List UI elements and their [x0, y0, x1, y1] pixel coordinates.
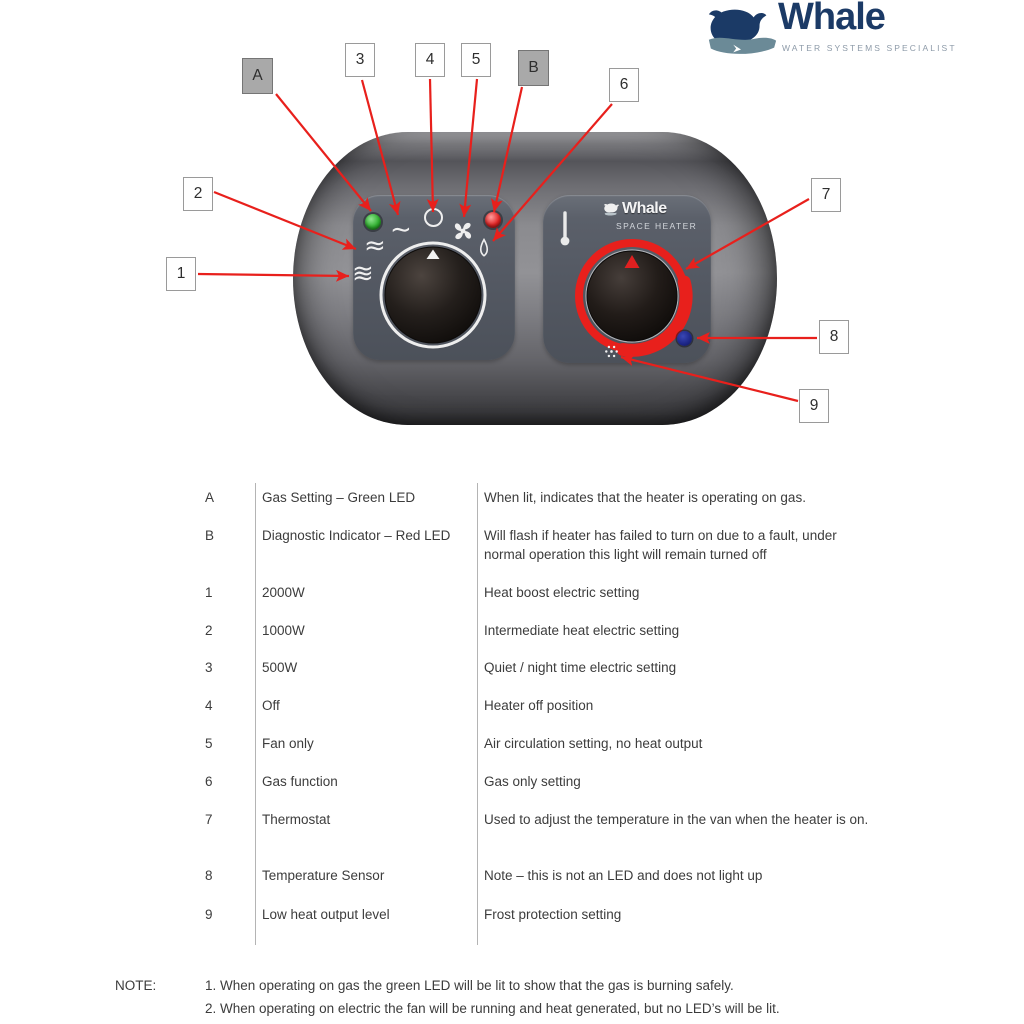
callout-B: B — [518, 50, 549, 86]
callout-3: 3 — [345, 43, 375, 77]
row-description: Gas only setting — [484, 774, 581, 789]
row-name: 1000W — [262, 623, 305, 638]
whale-logo-icon — [708, 9, 777, 54]
table-divider-left — [255, 483, 256, 945]
frost-icon — [605, 345, 618, 358]
row-description: Used to adjust the temperature in the va… — [484, 812, 869, 827]
callout-5: 5 — [461, 43, 491, 77]
temperature-sensor — [677, 331, 692, 346]
row-name: Low heat output level — [262, 907, 390, 922]
row-key: 4 — [205, 698, 213, 713]
row-description: When lit, indicates that the heater is o… — [484, 490, 806, 505]
row-key: 2 — [205, 623, 213, 638]
callout-6: 6 — [609, 68, 639, 102]
callout-1: 1 — [166, 257, 196, 291]
row-description: Heater off position — [484, 698, 594, 713]
table-divider-right — [477, 483, 478, 945]
table-row: 9 Low heat output level Frost protection… — [205, 905, 885, 924]
function-knob[interactable] — [376, 238, 490, 352]
knob-pointer — [426, 249, 440, 259]
thermostat-panel: Whale SPACE HEATER — [543, 195, 711, 363]
row-name: Gas function — [262, 774, 338, 789]
row-name: Diagnostic Indicator – Red LED — [262, 528, 451, 543]
row-key: 5 — [205, 736, 213, 751]
row-name: 2000W — [262, 585, 305, 600]
brand-name: Whale — [778, 0, 886, 38]
row-description: Will flash if heater has failed to turn … — [484, 528, 837, 562]
row-name: Fan only — [262, 736, 314, 751]
row-description: Note – this is not an LED and does not l… — [484, 868, 763, 883]
panel-brand: Whale — [603, 200, 667, 218]
gas-flame-icon — [480, 237, 488, 257]
table-row: 5 Fan only Air circulation setting, no h… — [205, 734, 885, 753]
note-label: NOTE: — [115, 978, 157, 993]
brand-tagline: WATER SYSTEMS SPECIALIST — [782, 43, 957, 53]
callout-A: A — [242, 58, 273, 94]
table-row: 6 Gas function Gas only setting — [205, 772, 885, 791]
green-led — [365, 214, 381, 230]
row-name: 500W — [262, 660, 298, 675]
callout-2: 2 — [183, 177, 213, 211]
panel-brand-name: Whale — [622, 200, 667, 217]
off-icon — [424, 208, 443, 227]
callout-4: 4 — [415, 43, 445, 77]
thermostat-pointer — [624, 255, 640, 268]
table-row: B Diagnostic Indicator – Red LED Will fl… — [205, 526, 885, 564]
row-key: 8 — [205, 868, 213, 883]
fan-icon — [454, 222, 472, 240]
thermostat-red-sweep — [616, 275, 693, 357]
row-description: Intermediate heat electric setting — [484, 623, 680, 638]
table-row: 2 1000W Intermediate heat electric setti… — [205, 621, 885, 640]
row-description: Air circulation setting, no heat output — [484, 736, 703, 751]
table-row: 3 500W Quiet / night time electric setti… — [205, 658, 885, 677]
row-name: Gas Setting – Green LED — [262, 490, 416, 505]
wave-2000w-icon: ≋ — [352, 259, 374, 289]
table-row: 1 2000W Heat boost electric setting — [205, 583, 885, 602]
row-description: Frost protection setting — [484, 907, 622, 922]
brand-logo: Whale WATER SYSTEMS SPECIALIST — [700, 0, 955, 58]
thermostat-knob[interactable] — [567, 231, 697, 361]
wave-500w-icon: ∼ — [390, 215, 412, 245]
row-name: Off — [262, 698, 280, 713]
electric-control-panel: ∼ ≈ ≋ — [352, 195, 515, 360]
table-row: 7 Thermostat Used to adjust the temperat… — [205, 810, 885, 829]
red-led — [485, 212, 501, 228]
row-key: A — [205, 490, 215, 505]
row-name: Thermostat — [262, 812, 331, 827]
heater-body: ∼ ≈ ≋ — [293, 132, 777, 425]
panel-brand-label: SPACE HEATER — [616, 221, 698, 231]
table-row: A Gas Setting – Green LED When lit, indi… — [205, 488, 885, 507]
row-description: Heat boost electric setting — [484, 585, 640, 600]
row-key: 1 — [205, 585, 213, 600]
row-description: Quiet / night time electric setting — [484, 660, 677, 675]
table-row: 4 Off Heater off position — [205, 696, 885, 715]
wave-1000w-icon: ≈ — [364, 231, 386, 261]
row-key: 7 — [205, 812, 213, 827]
whale-mini-icon — [603, 203, 620, 216]
callout-8: 8 — [819, 320, 849, 354]
callout-7: 7 — [811, 178, 841, 212]
callout-9: 9 — [799, 389, 829, 423]
note-item-1: 1. When operating on gas the green LED w… — [205, 978, 734, 993]
note-item-2: 2. When operating on electric the fan wi… — [205, 1001, 780, 1016]
row-key: B — [205, 528, 215, 543]
row-key: 3 — [205, 660, 213, 675]
row-name: Temperature Sensor — [262, 868, 385, 883]
row-key: 9 — [205, 907, 213, 922]
row-key: 6 — [205, 774, 213, 789]
table-row: 8 Temperature Sensor Note – this is not … — [205, 866, 885, 885]
